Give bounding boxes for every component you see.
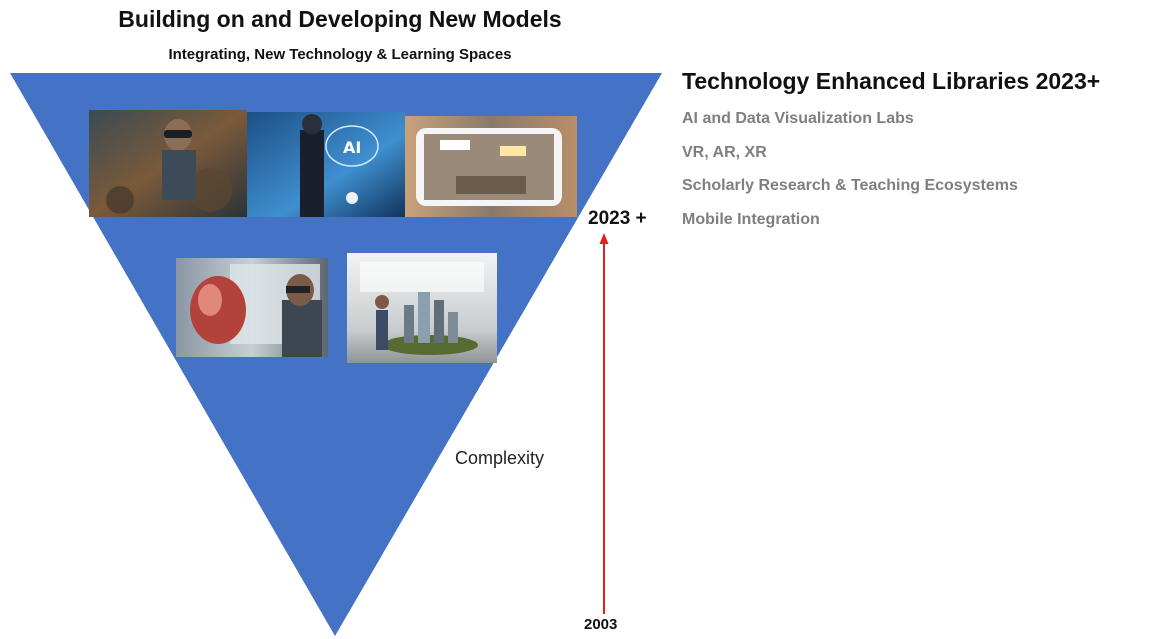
3d-city-model-image [347,253,497,363]
ar-headset-workshop-image [89,110,247,217]
right-panel-title: Technology Enhanced Libraries 2023+ [682,68,1101,94]
list-item: AI and Data Visualization Labs [682,110,914,127]
ai-hologram-image: AI [247,112,405,217]
list-item: Scholarly Research & Teaching Ecosystems [682,177,1018,194]
svg-text:AI: AI [343,138,361,157]
mobile-ar-street-image [405,116,577,217]
vr-heart-model-image [176,258,328,357]
list-item: Mobile Integration [682,210,820,228]
list-item: VR, AR, XR [682,143,767,161]
year-2003-label: 2003 [584,616,618,633]
right-panel-list: AI and Data Visualization Labs VR, AR, X… [682,108,1018,242]
year-2023-label: 2023 + [588,208,647,229]
complexity-label: Complexity [455,448,545,468]
page-subtitle: Integrating, New Technology & Learning S… [168,46,512,63]
page-title: Building on and Developing New Models [118,6,562,32]
timeline-arrow [599,233,609,614]
